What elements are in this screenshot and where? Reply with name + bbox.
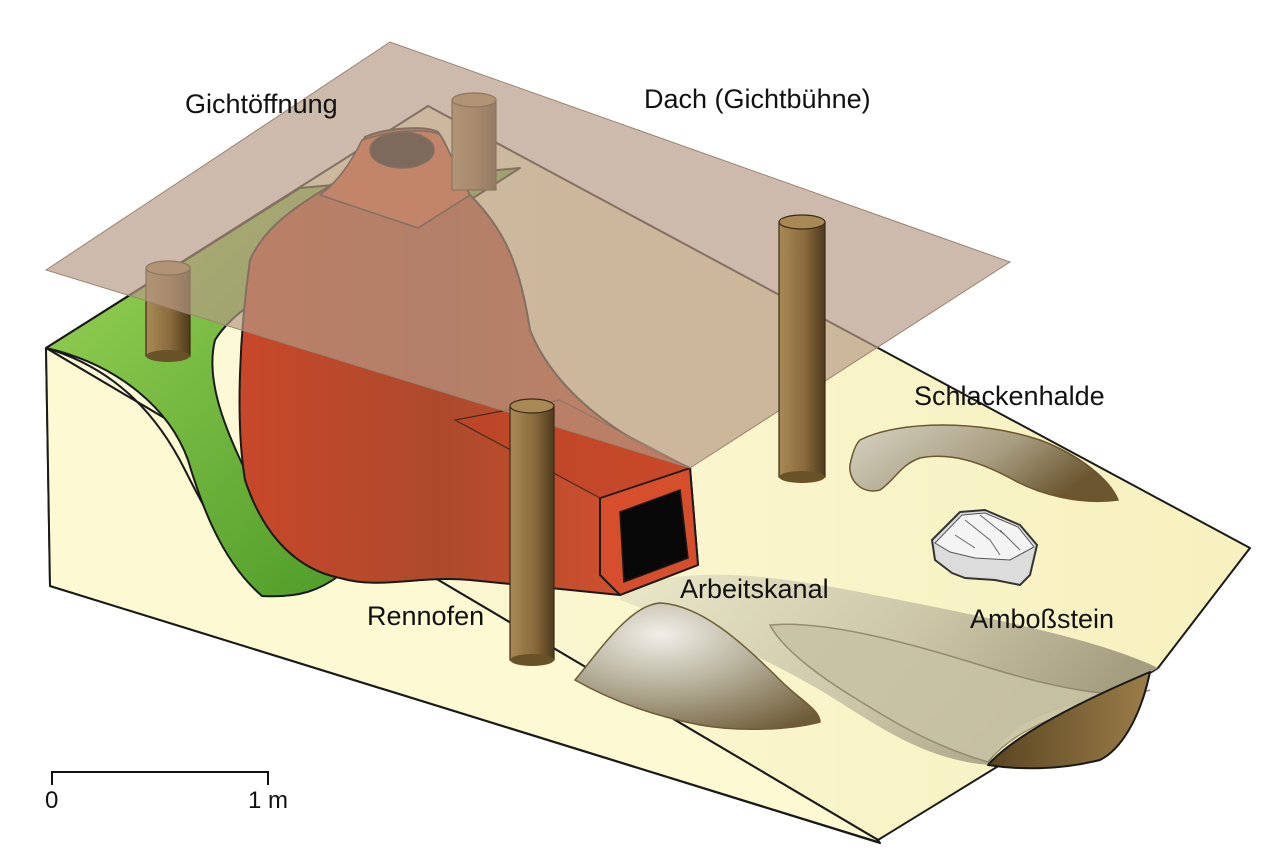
roof-platform	[44, 41, 1012, 469]
scale-label-zero: 0	[45, 787, 58, 814]
scale-bar: 0 1 m	[45, 771, 288, 814]
anvil-stone	[931, 509, 1038, 586]
label-gichtoeffnung: Gichtöffnung	[185, 89, 338, 119]
label-ambossstein: Amboßstein	[970, 604, 1114, 634]
label-rennofen: Rennofen	[367, 601, 484, 631]
section-cut	[987, 671, 1151, 770]
label-arbeitskanal: Arbeitskanal	[680, 574, 829, 604]
post-front	[509, 398, 555, 666]
slag-heap	[849, 424, 1120, 503]
slag-pile	[573, 602, 821, 731]
scale-label-one: 1 m	[248, 787, 288, 814]
label-schlackenhalde: Schlackenhalde	[914, 381, 1105, 411]
furnace-opening	[619, 488, 689, 584]
label-dach: Dach (Gichtbühne)	[644, 84, 871, 114]
post-right	[778, 214, 826, 483]
